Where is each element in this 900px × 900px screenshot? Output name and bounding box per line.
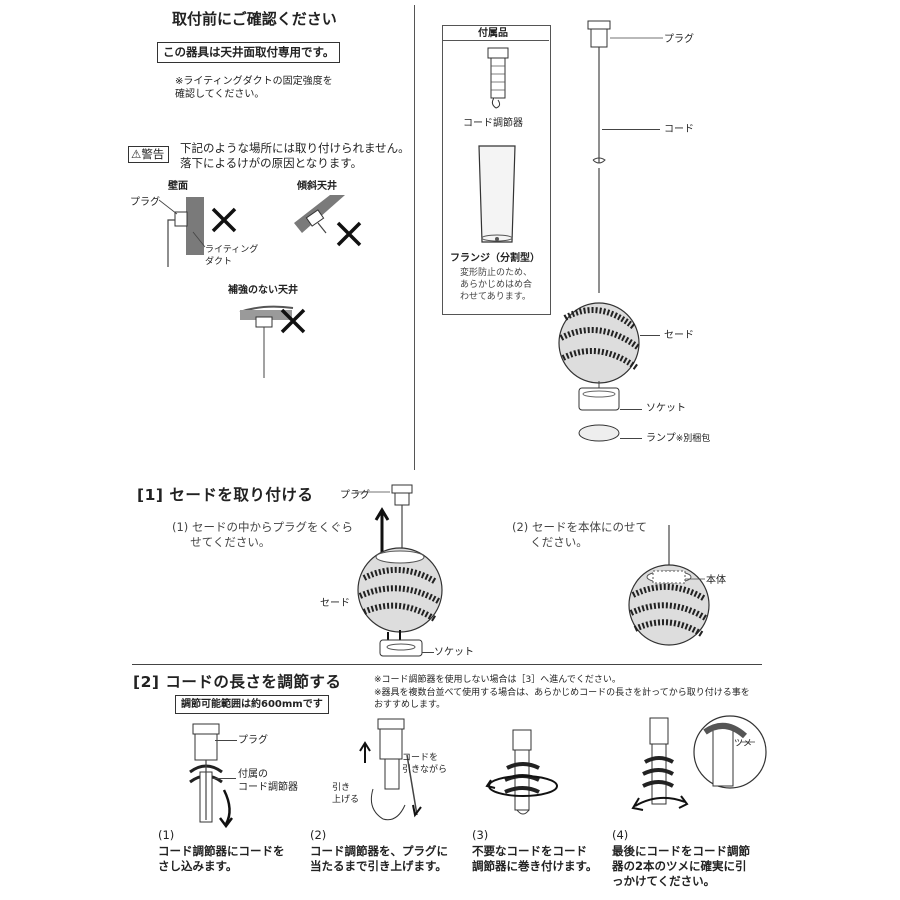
shade-part-label: セード [664, 330, 694, 341]
step1-shade-label: セード [320, 598, 350, 609]
plug-callout: プラグ [130, 197, 160, 208]
step2-item3-num: (3) [472, 828, 489, 842]
sloped-ceiling-label: 傾斜天井 [297, 181, 337, 192]
section-divider [414, 5, 415, 470]
step2-fig1-illustration [189, 723, 233, 829]
sloped-ceiling-illustration [294, 195, 362, 247]
duct-strength-note: ※ライティングダクトの固定強度を 確認してください。 [175, 76, 333, 100]
step2-fig2-illustration [359, 718, 422, 821]
plug-part-label: プラグ [664, 34, 694, 45]
cord-leader-line [602, 129, 660, 130]
accessories-box [442, 25, 551, 315]
warning-icon: ⚠ [131, 147, 142, 161]
step2-note2: ※器具を複数台並べて使用する場合は、あらかじめコードの長さを計ってから取り付ける… [374, 688, 750, 710]
socket-part-label: ソケット [646, 403, 686, 414]
step2-title: [2] コードの長さを調節する [133, 673, 342, 691]
step2-item4-num: (4) [612, 828, 629, 842]
warning-badge-label: 警告 [141, 147, 165, 161]
step1-title: [1] セードを取り付ける [137, 486, 314, 504]
cord-part-label: コード [664, 124, 694, 135]
fig4-claw-label: ツメ [734, 739, 753, 749]
lamp-label: ランプ [646, 433, 676, 444]
step2-fig3-illustration [485, 729, 558, 815]
step2-item1-text: コード調節器にコードを さし込みます。 [158, 844, 285, 873]
flange-label: フランジ（分割型） [450, 253, 540, 264]
cord-adjuster-label: コード調節器 [463, 118, 523, 129]
adjust-range-notice: 調節可能範囲は約600mmです [175, 695, 329, 714]
step2-fig4-illustration [631, 715, 767, 811]
lamp-leader-line [620, 438, 642, 439]
warning-text: 下記のような場所には取り付けられません。 落下によるけがの原因となります。 [180, 141, 410, 170]
duct-callout: ライティング ダクト [205, 245, 259, 267]
wall-mount-illustration [158, 197, 237, 267]
pre-check-title: 取付前にご確認ください [172, 10, 337, 28]
step2-item3-text: 不要なコードをコード 調節器に巻き付けます。 [472, 844, 598, 873]
accessories-title-rule [442, 40, 549, 41]
pendant-exploded-illustration [558, 20, 663, 442]
step1-body-illustration [628, 525, 710, 646]
step2-item4-text: 最後にコードをコード調節 器の2本のツメに確実に引 っかけてください。 [612, 844, 750, 888]
fig1-adjuster-label: 付属の コード調節器 [238, 769, 298, 793]
shade-leader-line [640, 335, 660, 336]
step1-plug-label: プラグ [340, 490, 370, 501]
cord-adjuster-illustration [487, 47, 509, 109]
lamp-part-label: ランプ※別梱包 [646, 432, 710, 445]
step1-sub1: (1) セードの中からプラグをくぐら せてください。 [172, 520, 353, 549]
fig2-pull-label: 引き 上げる [332, 783, 360, 805]
fig1-adjuster-leader [212, 778, 236, 779]
accessories-title: 付属品 [478, 28, 508, 39]
fig1-plug-label: プラグ [238, 735, 268, 746]
step1-body-label: 本体 [706, 575, 726, 586]
flange-note: 変形防止のため、 あらかじめはめ合 わせてあります。 [460, 268, 533, 302]
step2-item2-text: コード調節器を、プラグに 当たるまで引き上げます。 [310, 844, 448, 873]
fig2-cord-label: コードを 引きながら [402, 753, 448, 775]
fig1-plug-leader [215, 740, 237, 741]
unreinforced-ceiling-label: 補強のない天井 [228, 285, 298, 296]
warning-badge: ⚠警告 [128, 146, 170, 163]
lamp-note: ※別梱包 [675, 434, 711, 444]
step1-socket-leader [422, 652, 434, 653]
step2-item1-num: (1) [158, 828, 175, 842]
step1-shade-illustration [355, 484, 443, 657]
wall-label: 壁面 [168, 181, 188, 192]
step2-item2-num: (2) [310, 828, 327, 842]
flange-illustration [478, 145, 516, 243]
unreinforced-ceiling-illustration [239, 305, 306, 378]
step2-rule [132, 664, 762, 665]
socket-leader-line [620, 409, 642, 410]
step1-socket-label: ソケット [434, 647, 474, 658]
step1-sub2: (2) セードを本体にのせて ください。 [512, 520, 647, 549]
ceiling-only-notice: この器具は天井面取付専用です。 [157, 42, 341, 63]
step2-note1: ※コード調節器を使用しない場合は［3］へ進んでください。 [374, 675, 621, 685]
